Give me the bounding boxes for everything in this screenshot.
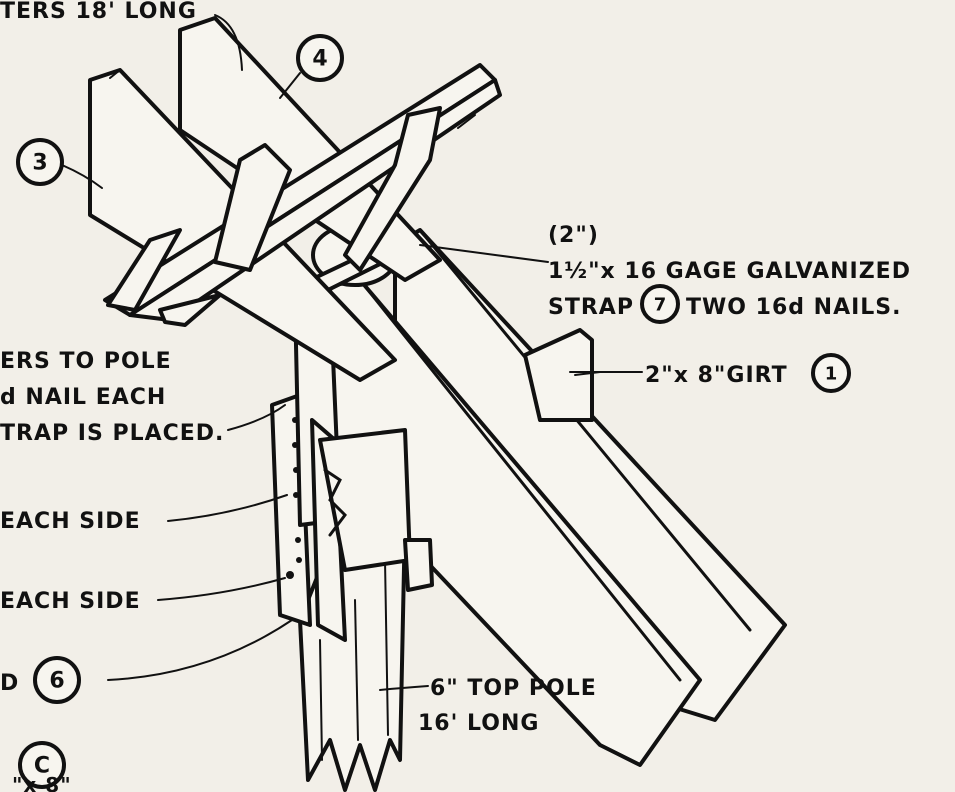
svg-text:1: 1	[825, 364, 838, 385]
label-rafters-length: TERS 18' LONG	[0, 0, 197, 24]
label-strap-dim: (2")	[548, 223, 599, 248]
label-strap-line2b: TWO 16d NAILS.	[686, 295, 902, 320]
label-girt: 2"x 8"GIRT	[645, 363, 788, 388]
break-line	[323, 468, 347, 537]
label-rafters-pole-3: TRAP IS PLACED.	[0, 421, 224, 446]
nail-marks	[286, 417, 302, 579]
callout-c: C	[18, 741, 66, 789]
leader-lines	[61, 14, 643, 691]
label-partial-bottom: "x 8"	[12, 773, 72, 792]
svg-text:3: 3	[32, 151, 47, 176]
label-each-side-1: EACH SIDE	[0, 509, 141, 534]
label-rafters-pole-2: d NAIL EACH	[0, 385, 166, 410]
svg-text:C: C	[34, 754, 50, 779]
callout-6: 6	[33, 656, 81, 704]
blocking	[158, 106, 442, 327]
label-strap-line2a: STRAP	[548, 295, 634, 320]
girt	[523, 328, 601, 422]
svg-text:6: 6	[49, 669, 64, 694]
callout-3: 3	[16, 138, 64, 186]
label-each-side-2: EACH SIDE	[0, 589, 141, 614]
label-pole-line1: 6" TOP POLE	[430, 676, 597, 701]
callout-4: 4	[296, 34, 344, 82]
callout-1: 1	[811, 353, 851, 393]
callout-7: 7	[640, 284, 680, 324]
label-strap-line1: 1½"x 16 GAGE GALVANIZED	[548, 259, 911, 284]
label-pole-line2: 16' LONG	[418, 711, 539, 736]
svg-text:7: 7	[654, 295, 667, 316]
label-item6-prefix: D	[0, 671, 19, 696]
label-rafters-pole-1: ERS TO POLE	[0, 349, 172, 374]
svg-text:4: 4	[312, 47, 327, 72]
